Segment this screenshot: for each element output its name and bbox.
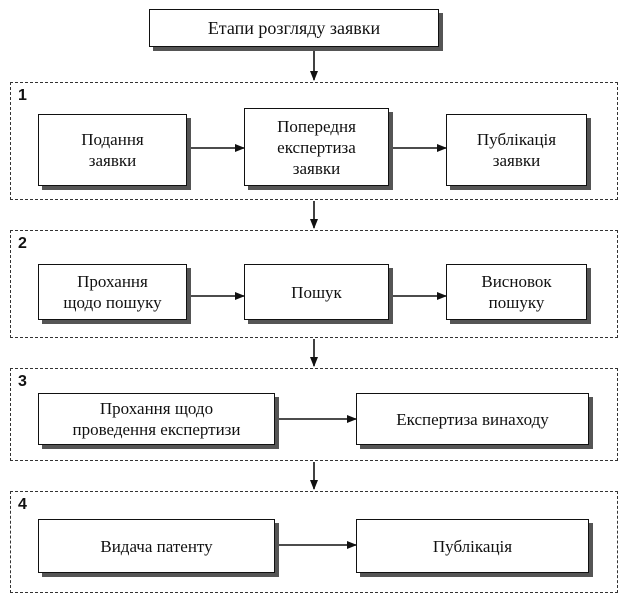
stage-3-box-invention-exam: Експертиза винаходу xyxy=(356,393,589,445)
stage-4-number: 4 xyxy=(18,496,27,513)
diagram-title: Етапи розгляду заявки xyxy=(149,9,439,47)
stage-4 xyxy=(10,491,618,593)
stage-4-box-patent-issuance: Видача патенту xyxy=(38,519,275,573)
stage-2-box-search: Пошук xyxy=(244,264,389,320)
stage-2 xyxy=(10,230,618,338)
stage-4-box-publication: Публікація xyxy=(356,519,589,573)
stage-1-box-preliminary-exam: Попередня експертиза заявки xyxy=(244,108,389,186)
stage-1-number: 1 xyxy=(18,87,27,104)
stage-1 xyxy=(10,82,618,200)
stage-1-box-submission: Подання заявки xyxy=(38,114,187,186)
stage-3-number: 3 xyxy=(18,373,27,390)
stage-2-number: 2 xyxy=(18,235,27,252)
stage-2-box-search-request: Прохання щодо пошуку xyxy=(38,264,187,320)
stage-2-box-search-conclusion: Висновок пошуку xyxy=(446,264,587,320)
stage-3-box-exam-request: Прохання щодо проведення експертизи xyxy=(38,393,275,445)
stage-3 xyxy=(10,368,618,461)
stage-1-box-publication: Публікація заявки xyxy=(446,114,587,186)
